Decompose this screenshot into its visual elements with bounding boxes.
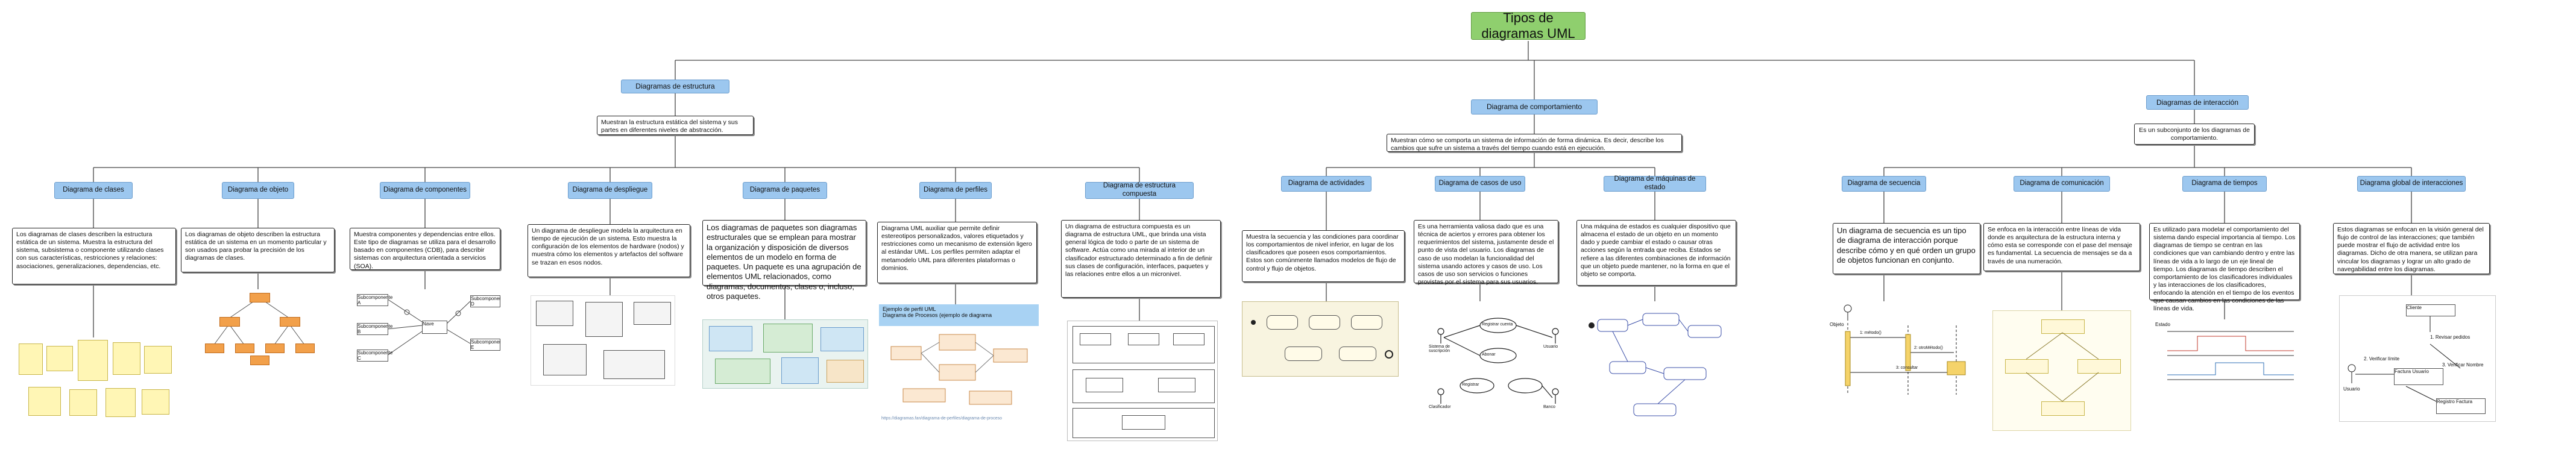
- compuesta-example-image: [1067, 321, 1218, 441]
- global-actor: Usuario: [2343, 386, 2360, 392]
- sequence-message-3: 3: consultar: [1896, 366, 1918, 370]
- category-behavior: Diagrama de comportamiento: [1471, 99, 1598, 114]
- global-case-4: Factura Usuario: [2394, 368, 2443, 385]
- maquinas-estado-example-image: [1586, 301, 1730, 431]
- global-description: Estos diagramas se enfocan en la visión …: [2333, 223, 2490, 274]
- global-case-3: 3. Verificar Nombre: [2442, 362, 2484, 368]
- usecase-case-1: Registrar cuenta: [1482, 322, 1513, 327]
- structure-item-perfiles: Diagrama de perfiles: [919, 182, 992, 199]
- behavior-item-casos-uso: Diagrama de casos de uso: [1435, 176, 1525, 192]
- component-c: Subcomponente C: [357, 350, 393, 362]
- secuencia-description: Un diagrama de secuencia es un tipo de d…: [1833, 223, 1980, 274]
- global-case-2: 2. Verificar límite: [2364, 356, 2400, 362]
- componentes-example-image: Subcomponente A Subcomponente B Subcompo…: [356, 289, 500, 374]
- structure-item-despliegue: Diagrama de despliegue: [568, 182, 652, 199]
- paquetes-example-image: [702, 319, 868, 389]
- perfiles-description: Diagrama UML auxiliar que permite defini…: [877, 222, 1037, 283]
- global-node: Cliente: [2406, 304, 2455, 316]
- interaction-item-secuencia: Diagrama de secuencia: [1842, 176, 1926, 192]
- perfiles-caption-2: Diagrama de Procesos (ejemplo de diagram…: [883, 312, 992, 318]
- behavior-description: Muestran cómo se comporta un sistema de …: [1387, 134, 1682, 152]
- casos-uso-example-image: Sistema de suscripción Usuario Banco Cla…: [1429, 301, 1567, 431]
- root-title: Tipos de diagramas UML: [1471, 10, 1586, 41]
- usecase-actor-4: Clasificador: [1429, 405, 1451, 409]
- interaction-item-tiempos: Diagrama de tiempos: [2182, 176, 2267, 192]
- tiempos-example-image: Estado: [2155, 319, 2300, 386]
- component-d: Subcomponente D: [470, 295, 500, 307]
- global-example-image: Cliente Factura Usuario Registro Factura…: [2339, 295, 2496, 422]
- global-case-5: Registro Factura: [2436, 398, 2486, 414]
- perfiles-caption-1: Ejemplo de perfil UML: [883, 306, 936, 312]
- usecase-actor-2: Usuario: [1543, 345, 1558, 349]
- usecase-actor-1: Sistema de suscripción: [1429, 345, 1450, 353]
- actividades-example-image: [1242, 301, 1399, 377]
- component-center: Nave: [422, 321, 447, 334]
- category-interaction: Diagramas de interacción: [2146, 95, 2249, 110]
- component-a: Subcomponente A: [357, 294, 393, 306]
- comunicacion-description: Se enfoca en la interacción entre líneas…: [1983, 223, 2140, 271]
- structure-item-clases: Diagrama de clases: [54, 182, 133, 199]
- category-structure: Diagramas de estructura: [621, 80, 729, 93]
- global-case-1: 1. Revisar pedidos: [2430, 334, 2471, 340]
- despliegue-description: Un diagrama de despliegue modela la arqu…: [527, 224, 690, 277]
- perfiles-link[interactable]: https://diagramas.fan/diagrama-de-perfil…: [881, 416, 1002, 421]
- behavior-item-maquinas-estado: Diagrama de máquinas de estado: [1604, 175, 1706, 192]
- structure-item-objeto: Diagrama de objeto: [222, 182, 294, 199]
- sequence-message-2: 2: otroMétodo(): [1914, 346, 1943, 350]
- behavior-item-actividades: Diagrama de actividades: [1281, 176, 1371, 192]
- structure-item-compuesta: Diagrama de estructura compuesta: [1085, 182, 1194, 199]
- comunicacion-example-image: [1992, 310, 2131, 431]
- component-b: Subcomponente B: [357, 323, 393, 335]
- interaction-description: Es un subconjunto de los diagramas de co…: [2134, 124, 2255, 145]
- component-e: Subcomponente E: [470, 339, 500, 351]
- objeto-description: Los diagramas de objeto describen la est…: [181, 228, 335, 272]
- structure-item-paquetes: Diagrama de paquetes: [743, 182, 827, 199]
- casos-uso-description: Es una herramienta valiosa dado que es u…: [1414, 220, 1558, 286]
- sequence-object: Objeto: [1830, 322, 1844, 327]
- componentes-description: Muestra componentes y dependencias entre…: [350, 228, 500, 270]
- secuencia-example-image: Objeto 1: método() 2: otroMétodo() 3: co…: [1824, 301, 1980, 398]
- usecase-actor-3: Banco: [1543, 405, 1555, 409]
- actividades-description: Muestra la secuencia y las condiciones p…: [1242, 230, 1405, 282]
- structure-item-componentes: Diagrama de componentes: [380, 182, 470, 199]
- paquetes-description: Los diagramas de paquetes son diagramas …: [702, 220, 866, 301]
- usecase-case-3: Registrar: [1462, 383, 1479, 387]
- interaction-item-comunicacion: Diagrama de comunicación: [2014, 176, 2110, 192]
- tiempos-description: Es utilizado para modelar el comportamie…: [2149, 223, 2300, 312]
- timing-label: Estado: [2155, 322, 2170, 327]
- structure-description: Muestran la estructura estática del sist…: [597, 116, 754, 135]
- interaction-item-global: Diagrama global de interacciones: [2357, 176, 2466, 192]
- compuesta-description: Un diagrama de estructura compuesta es u…: [1061, 220, 1221, 298]
- despliegue-example-image: [531, 295, 675, 386]
- sequence-message-1: 1: método(): [1860, 331, 1882, 335]
- maquinas-estado-description: Una máquina de estados es cualquier disp…: [1576, 220, 1736, 286]
- usecase-case-2: Abonar: [1482, 353, 1496, 357]
- perfiles-example-image: Ejemplo de perfil UML Diagrama de Proces…: [879, 304, 1039, 425]
- clases-example-image: [15, 337, 175, 422]
- clases-description: Los diagramas de clases describen la est…: [12, 228, 176, 284]
- objeto-example-image: [199, 289, 320, 368]
